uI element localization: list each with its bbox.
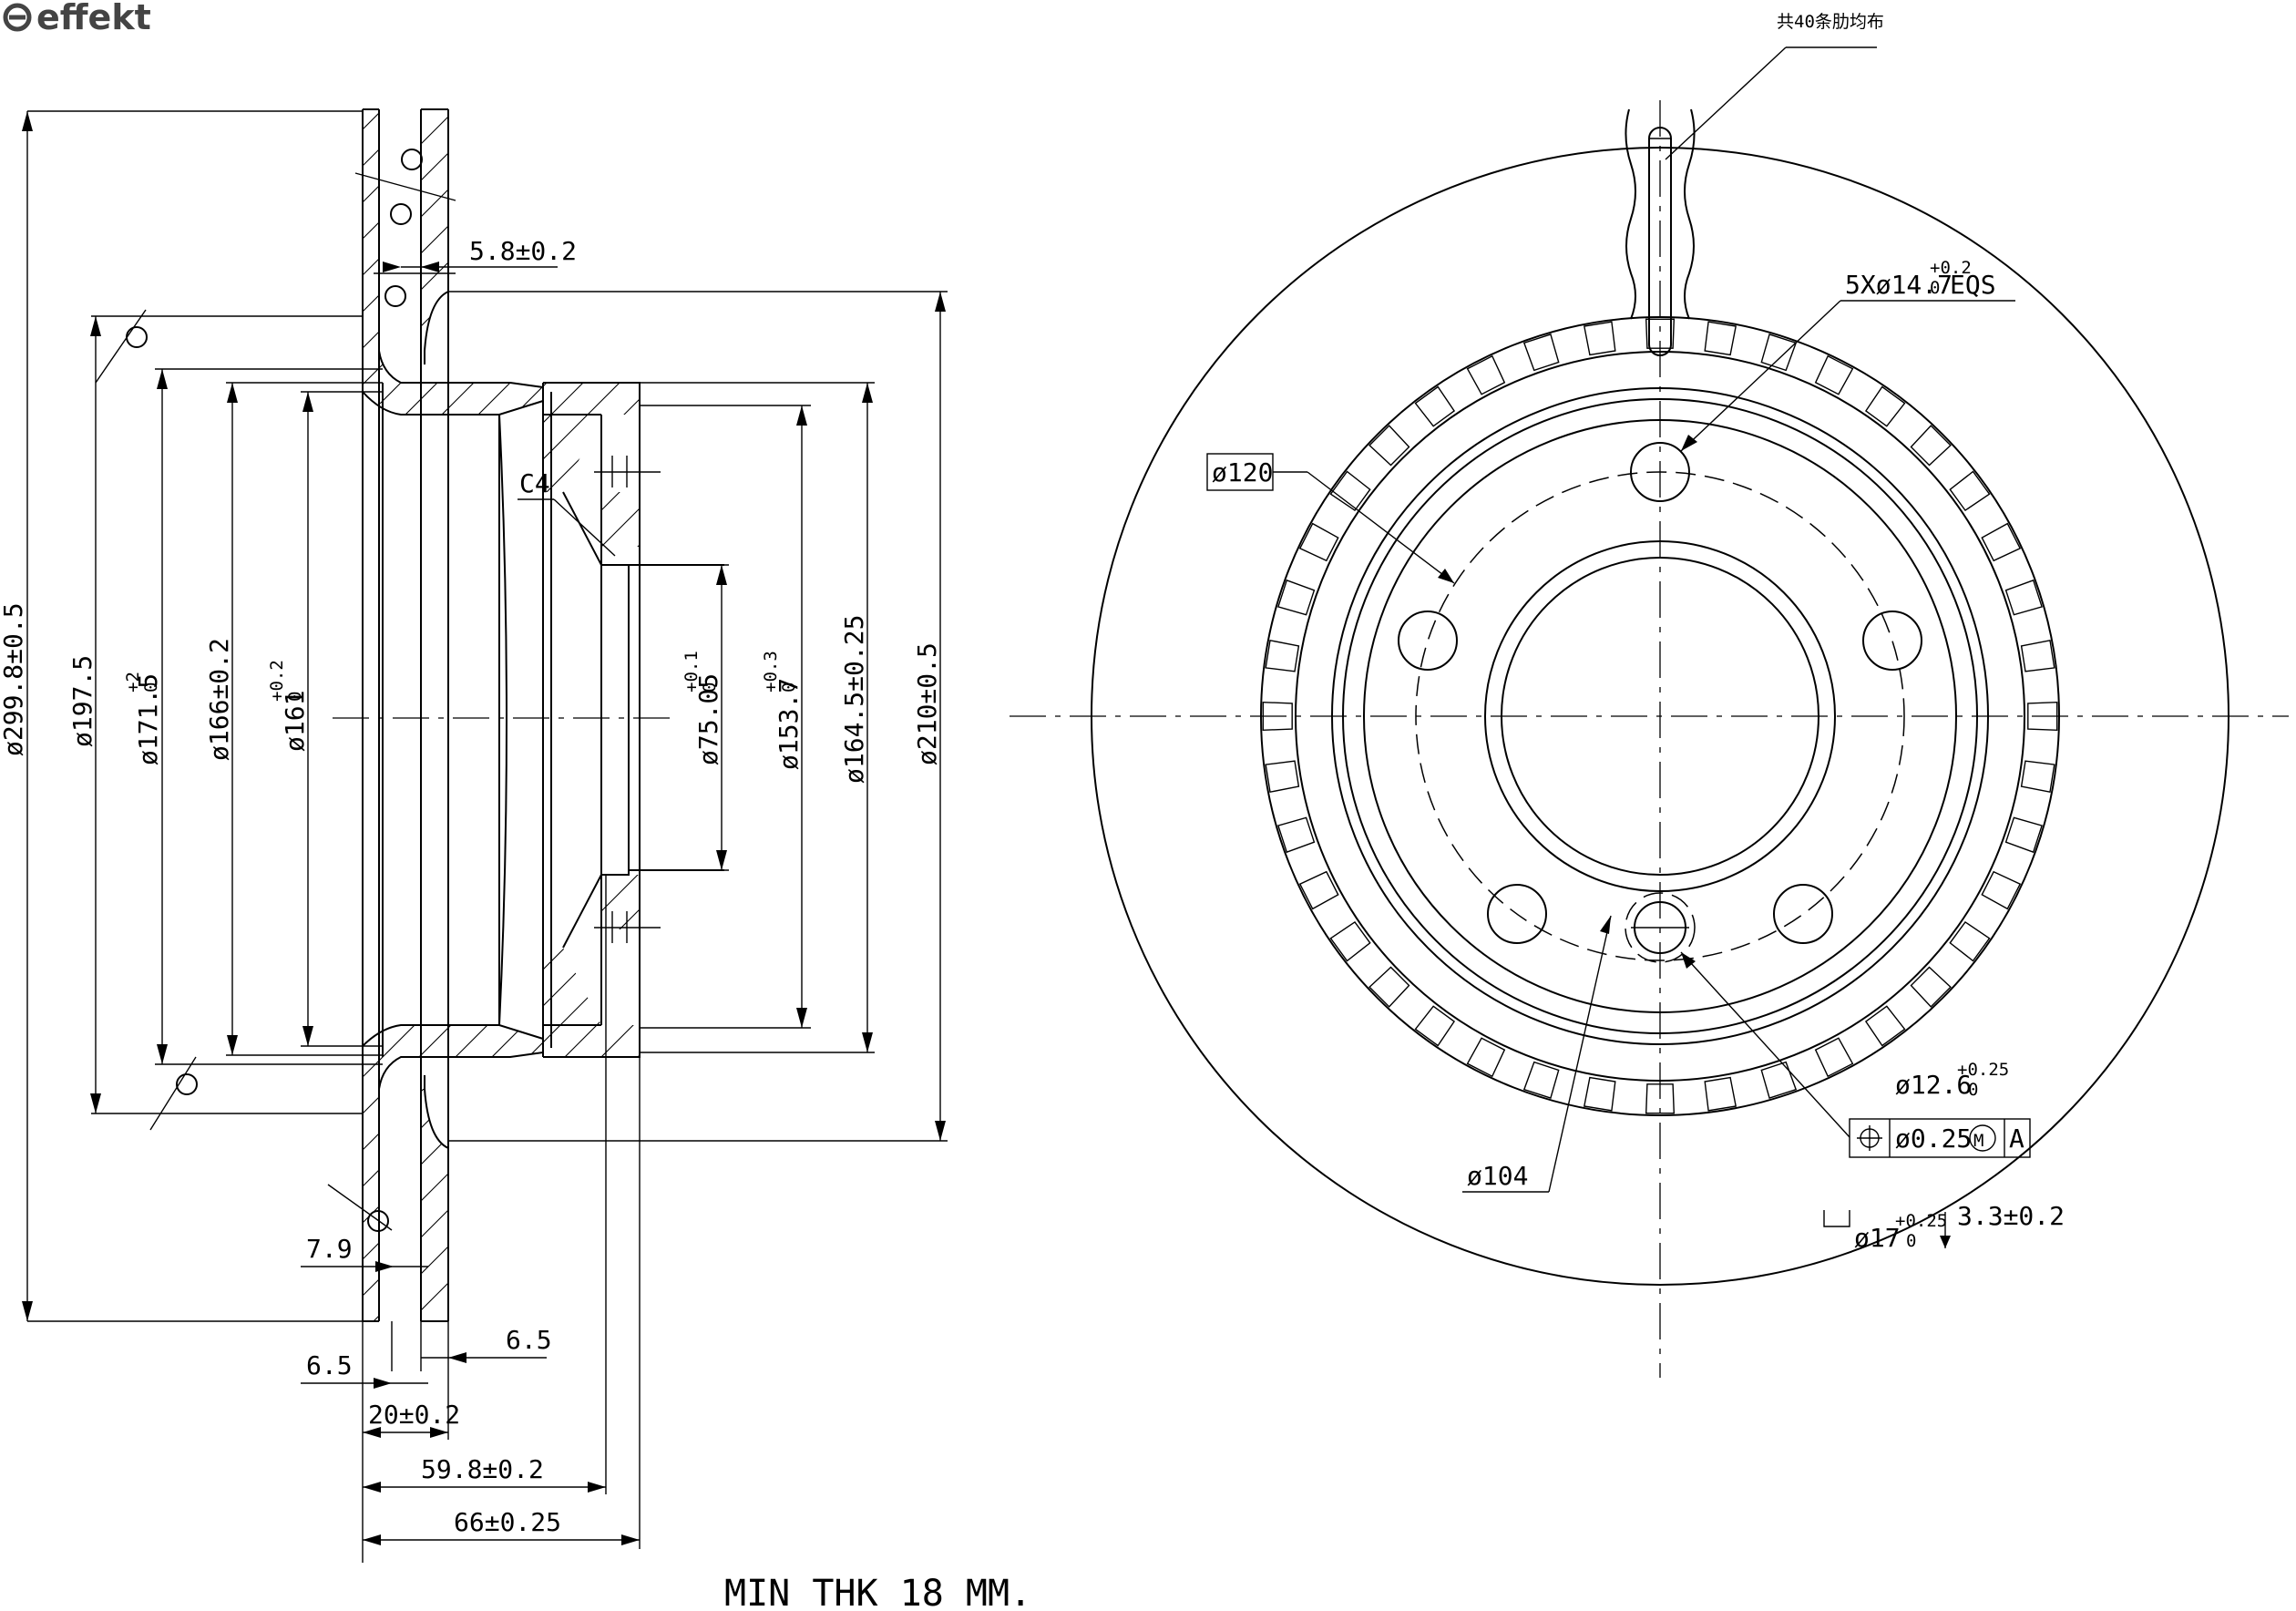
bolt-holes-suffix: EQS: [1950, 270, 1996, 300]
abs-tooth: [1910, 966, 1952, 1008]
dim-164: ø164.5±0.25: [839, 615, 869, 784]
dim-center-bore-tol-upper: +0.1: [682, 651, 702, 693]
min-thickness-note: MIN THK 18 MM.: [724, 1573, 1031, 1611]
dim-thickness: 20±0.2: [368, 1400, 460, 1430]
abs-tooth: [1414, 1005, 1456, 1047]
pcd-104: ø104: [1467, 1161, 1528, 1191]
abs-tooth: [2020, 760, 2055, 794]
bolt-holes-tol-lower: 0: [1930, 278, 1940, 298]
abs-tooth: [1466, 354, 1506, 395]
abs-tooth: [1583, 321, 1616, 356]
abs-tooth: [1704, 321, 1737, 356]
dim-outer-diameter: ø299.8±0.5: [0, 602, 28, 756]
abs-tooth: [1298, 522, 1339, 562]
abs-tooth: [1277, 579, 1316, 616]
dim-chamfer: C4: [519, 468, 550, 498]
abs-tooth: [2004, 816, 2043, 854]
dim-height-66: 66±0.25: [454, 1507, 561, 1537]
dim-171: ø171.5: [133, 673, 163, 765]
dim-plate-65-left: 6.5: [306, 1350, 353, 1380]
hole-tol-upper: +0.25: [1957, 1060, 2009, 1080]
abs-tooth: [2027, 701, 2058, 732]
abs-tooth: [1329, 920, 1371, 962]
gdt-tolerance: ø0.25: [1895, 1124, 1972, 1154]
abs-tooth: [1864, 1005, 1906, 1047]
abs-tooth: [1368, 966, 1410, 1008]
dim-center-bore: ø75.05: [693, 673, 723, 765]
abs-tooth: [1414, 385, 1456, 427]
abs-tooth: [2020, 639, 2055, 672]
abs-tooth: [1265, 760, 1300, 794]
abs-tooth: [1522, 1061, 1560, 1099]
abs-tooth: [1814, 1037, 1854, 1078]
dim-plate-79: 7.9: [306, 1234, 353, 1264]
abs-tooth: [1265, 639, 1300, 672]
dim-153-tol-lower: 0: [779, 682, 799, 693]
dim-210: ø210±0.5: [912, 642, 942, 765]
gdt-modifier: M: [1973, 1131, 1983, 1151]
abs-tooth: [1814, 354, 1854, 395]
abs-tooth: [1277, 816, 1316, 854]
abs-tooth: [1583, 1076, 1616, 1112]
abs-tooth: [1329, 470, 1371, 512]
abs-tooth: [1262, 701, 1293, 732]
abs-tooth: [1645, 1083, 1676, 1114]
hole-size: ø12.6: [1895, 1070, 1972, 1100]
bolt-holes-tol-upper: +0.2: [1930, 258, 1972, 278]
abs-tooth: [1910, 425, 1952, 467]
abs-ring-teeth: [1262, 318, 2058, 1114]
rib-note: 共40条肋均布: [1777, 12, 1884, 32]
abs-tooth: [1981, 870, 2022, 910]
dim-161: ø161: [280, 691, 310, 752]
dim-171-tol-lower: 0: [141, 682, 161, 693]
cbore-depth: 3.3±0.2: [1957, 1201, 2065, 1231]
dim-plate-65-right: 6.5: [506, 1325, 552, 1355]
abs-tooth: [1704, 1076, 1737, 1112]
dim-197: ø197.5: [67, 655, 97, 747]
abs-tooth: [1864, 385, 1906, 427]
dim-center-bore-tol-lower: 0: [700, 682, 720, 693]
abs-tooth: [1760, 1061, 1798, 1099]
abs-tooth: [1522, 333, 1560, 372]
abs-tooth: [1368, 425, 1410, 467]
logo-text: effekt: [36, 0, 151, 37]
side-section-view: ø299.8±0.5 ø197.5 ø171.5 +2 0 ø166±0.2 ø…: [0, 108, 1031, 1611]
gdt-datum: A: [2009, 1124, 2024, 1154]
cbore-tol-lower: 0: [1906, 1231, 1916, 1251]
abs-tooth: [1949, 470, 1991, 512]
front-view: 共40条肋均布 5Xø14.7 +0.2 0 EQS ø120 ø104 ø12…: [1010, 12, 2289, 1378]
abs-tooth: [1466, 1037, 1506, 1078]
dim-161-tol-upper: +0.2: [267, 660, 287, 702]
hole-tol-lower: 0: [1968, 1080, 1978, 1100]
cbore-tol-upper: +0.25: [1895, 1211, 1947, 1231]
cbore-size: ø17: [1854, 1223, 1901, 1253]
effekt-logo: effekt: [3, 0, 151, 37]
bolt-holes-label: 5Xø14.7: [1845, 270, 1953, 300]
dim-166: ø166±0.2: [204, 638, 234, 761]
dim-rib: 5.8±0.2: [469, 236, 577, 266]
dim-height-598: 59.8±0.2: [421, 1454, 544, 1484]
pcd-120: ø120: [1212, 457, 1273, 487]
abs-tooth: [1298, 870, 1339, 910]
abs-tooth: [2004, 579, 2043, 616]
dim-161-tol-lower: 0: [285, 692, 305, 702]
abs-tooth: [1645, 318, 1676, 349]
dim-153-tol-upper: +0.3: [761, 651, 781, 693]
gdt-frame: ø0.25 M A: [1849, 1118, 2031, 1158]
abs-tooth: [1949, 920, 1991, 962]
dim-171-tol-upper: +2: [123, 672, 143, 693]
abs-tooth: [1981, 522, 2022, 562]
dim-153: ø153.7: [774, 678, 804, 770]
